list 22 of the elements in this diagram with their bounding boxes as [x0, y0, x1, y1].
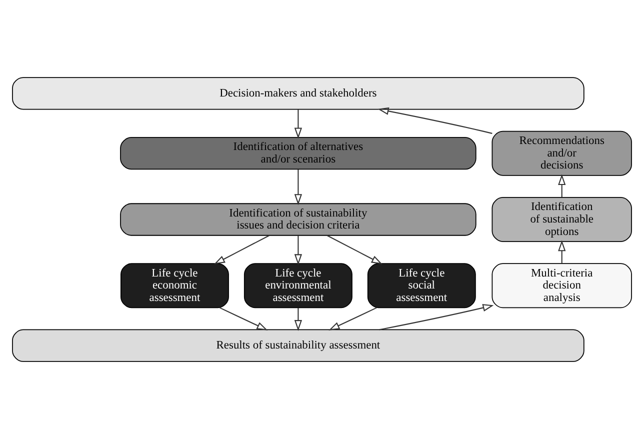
arrow: [328, 306, 377, 330]
node-box: Identification of sustainability issues and decision criteria: [120, 202, 476, 236]
node-box: Life cycle environmental assessment: [244, 262, 352, 308]
arrow: [214, 234, 270, 264]
arrow: [379, 304, 494, 330]
arrow: [558, 240, 566, 263]
arrow: [326, 234, 382, 264]
node-box: Results of sustainability assessment: [12, 328, 584, 362]
arrow: [294, 169, 302, 205]
node-box: Recommendations and/or decisions: [492, 130, 632, 176]
node-box: Life cycle economic assessment: [120, 262, 229, 308]
node-box: Decision-makers and stakeholders: [12, 76, 584, 110]
arrow: [294, 235, 302, 265]
node-box: Identification of sustainable options: [492, 196, 632, 242]
node-box: Identification of alternatives and/or scenarios: [120, 136, 476, 170]
arrow: [558, 174, 566, 197]
node-box: Life cycle social assessment: [367, 262, 476, 308]
arrow: [294, 109, 302, 138]
arrow: [378, 106, 492, 134]
arrow: [219, 306, 268, 330]
arrow: [294, 307, 302, 330]
node-box: Multi-criteria decision analysis: [492, 262, 632, 308]
